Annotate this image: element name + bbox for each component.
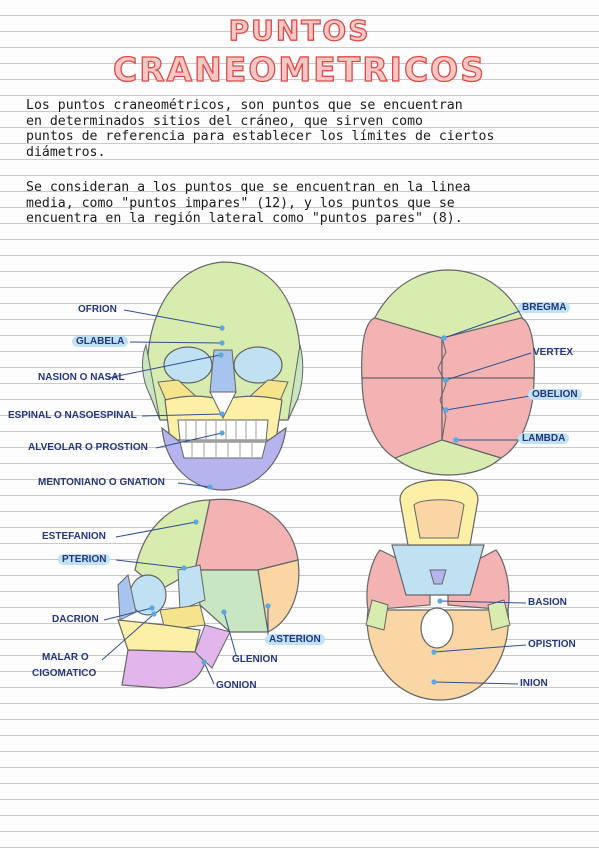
label-vertex: VERTEX xyxy=(533,347,574,358)
label-mentoniano: MENTONIANO O GNATION xyxy=(38,477,165,488)
label-pterion: PTERION xyxy=(58,554,111,565)
label-malar-line-2: CIGOMATICO xyxy=(32,668,97,679)
label-estefanion: ESTEFANION xyxy=(42,531,106,542)
label-lambda: LAMBDA xyxy=(518,433,570,444)
label-inion: INION xyxy=(520,678,548,689)
title-line-1: Puntos xyxy=(228,13,371,47)
label-malar-line-1: MALAR O xyxy=(42,652,89,663)
label-gonion: GONION xyxy=(216,680,257,691)
label-glenion: GLENION xyxy=(232,654,278,665)
intro-paragraph-1: Los puntos craneométricos, son puntos qu… xyxy=(26,98,495,160)
label-espinal: ESPINAL O NASOESPINAL xyxy=(8,410,137,421)
craniometric-points xyxy=(149,325,459,685)
skull-superior-view xyxy=(361,269,535,476)
label-dacrion: DACRION xyxy=(52,614,99,625)
skull-inferior-view xyxy=(365,479,511,701)
label-basion: BASION xyxy=(528,597,567,608)
label-asterion: ASTERION xyxy=(265,634,325,645)
title-line-2: Craneometricos xyxy=(112,49,486,89)
label-obelion: OBELION xyxy=(528,389,582,400)
skull-anterior-view xyxy=(142,261,304,491)
label-bregma: BREGMA xyxy=(518,302,571,313)
intro-paragraph-2: Se consideran a los puntos que se encuen… xyxy=(26,180,471,227)
label-alveolar: ALVEOLAR O PROSTION xyxy=(28,442,148,453)
label-ofrion: OFRION xyxy=(78,304,117,315)
label-nasion: NASION O NASAL xyxy=(38,372,125,383)
label-opistion: OPISTION xyxy=(528,639,576,650)
label-glabela: GLABELA xyxy=(72,336,129,347)
